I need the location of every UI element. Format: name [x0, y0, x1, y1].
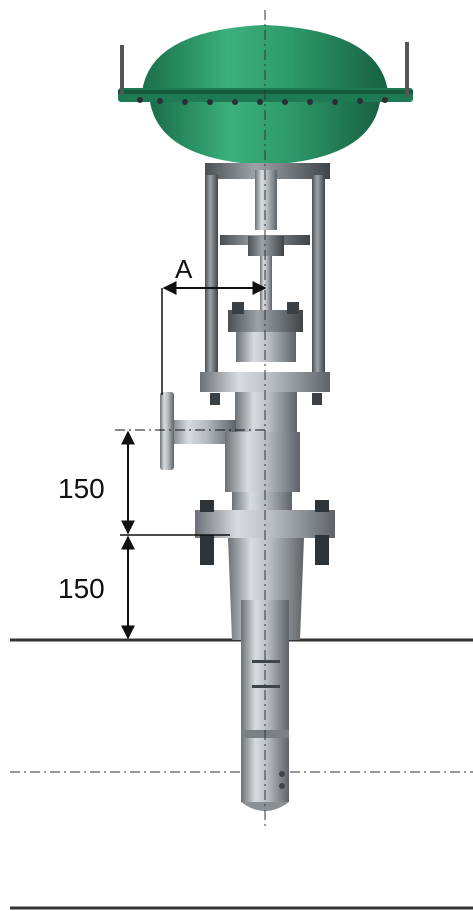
bonnet — [200, 302, 330, 432]
dimension-upper-label: 150 — [58, 473, 105, 504]
dimension-a: A — [161, 254, 267, 395]
dimension-lower: 150 — [58, 534, 230, 640]
side-port — [160, 392, 236, 470]
dimension-a-label: A — [175, 254, 193, 284]
dimension-lower-label: 150 — [58, 573, 105, 604]
dimension-upper: 150 — [58, 429, 265, 535]
